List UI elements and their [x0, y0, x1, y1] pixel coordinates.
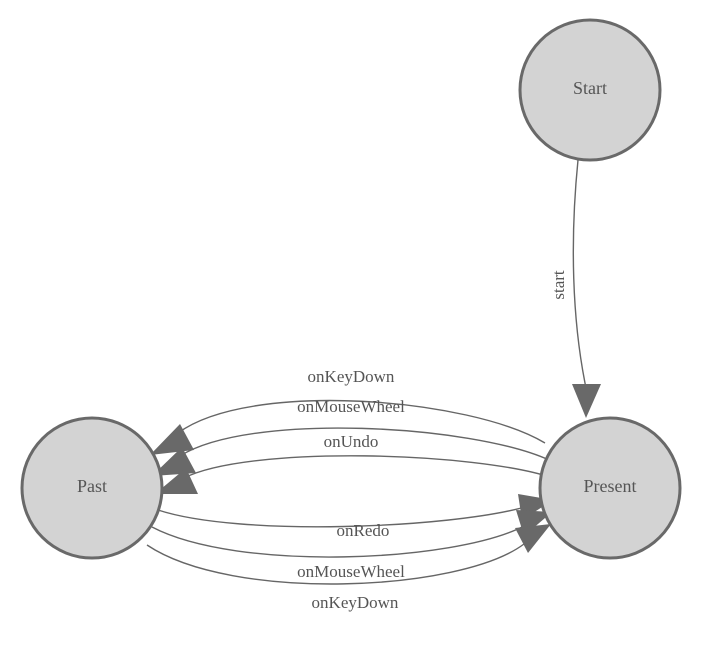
edge-start-path [572, 159, 587, 389]
node-start-circle [518, 18, 662, 162]
edge-present-to-past-mousewheel[interactable]: onMouseWheel [152, 397, 550, 476]
arrowhead-past-1 [150, 424, 194, 455]
edge-present-to-past-undo[interactable]: onUndo [155, 432, 554, 494]
node-present[interactable]: Present [538, 416, 682, 560]
edge-wheel-redo-path [151, 525, 525, 558]
edge-label-wheel-undo: onMouseWheel [297, 397, 405, 416]
node-past[interactable]: Past [20, 416, 164, 560]
edge-start-to-present[interactable]: start [549, 159, 601, 418]
edge-redo-path [157, 506, 526, 528]
edge-label-keydown-redo: onKeyDown [312, 593, 399, 612]
edge-label-wheel-redo: onMouseWheel [297, 562, 405, 581]
edge-label-keydown-undo: onKeyDown [308, 367, 395, 386]
edge-wheel-undo-path [179, 427, 550, 461]
arrowhead-past-3 [155, 468, 198, 494]
arrowhead-past-2 [152, 447, 196, 476]
edge-label-undo: onUndo [324, 432, 379, 451]
edge-present-to-past-keydown[interactable]: onKeyDown [150, 367, 546, 455]
arrowhead-present-top [572, 384, 601, 418]
edge-label-start: start [549, 270, 568, 300]
edge-past-to-present-redo[interactable]: onRedo [157, 494, 553, 540]
edge-keydown-undo-path [177, 399, 546, 444]
node-past-circle [20, 416, 164, 560]
node-present-circle [538, 416, 682, 560]
arrowhead-present-3 [515, 524, 551, 553]
edge-past-to-present-keydown[interactable]: onKeyDown [146, 524, 551, 612]
edge-label-redo: onRedo [337, 521, 390, 540]
node-start[interactable]: Start [518, 18, 662, 162]
node-present-label: Present [584, 476, 637, 496]
node-start-label: Start [573, 78, 607, 98]
edge-keydown-redo-path [146, 543, 525, 585]
edge-undo-path [183, 455, 554, 479]
node-past-label: Past [77, 476, 107, 496]
